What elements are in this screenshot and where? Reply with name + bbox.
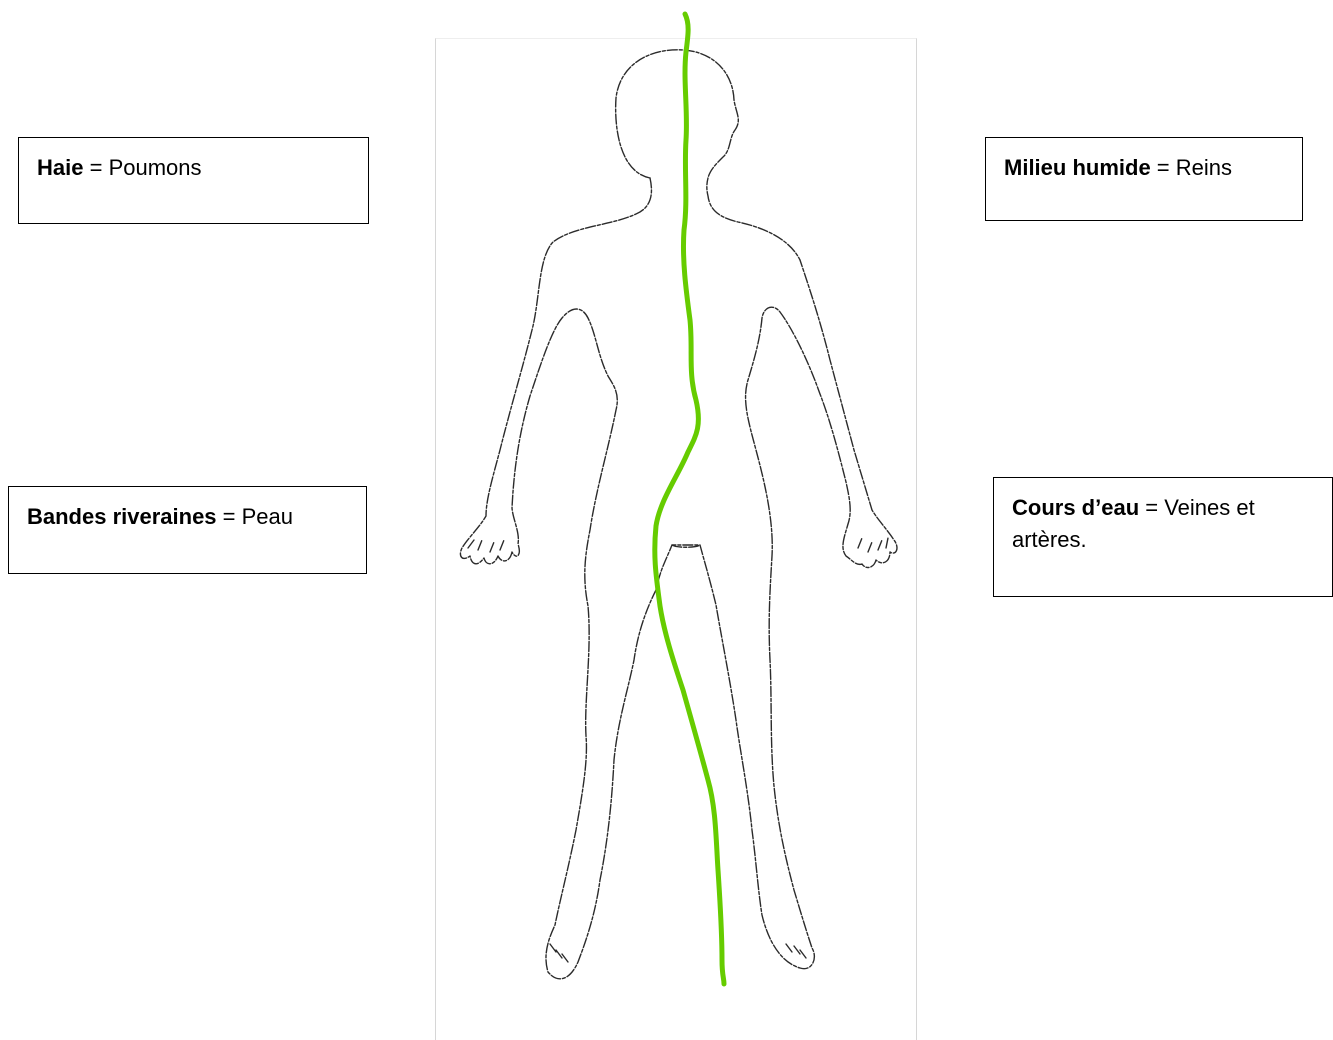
torso-arms-outline xyxy=(460,178,897,979)
head-outline xyxy=(616,50,739,178)
left-hand-detail xyxy=(468,540,504,552)
meaning-milieu-humide: Reins xyxy=(1176,155,1232,180)
term-haie: Haie xyxy=(37,155,83,180)
meaning-bandes-riveraines: Peau xyxy=(242,504,293,529)
separator-cours-deau: = xyxy=(1139,495,1164,520)
right-hand-detail xyxy=(858,538,888,552)
label-box-cours-deau: Cours d’eau = Veines et artères. xyxy=(993,477,1333,597)
separator-haie: = xyxy=(83,155,108,180)
label-box-milieu-humide: Milieu humide = Reins xyxy=(985,137,1303,221)
meaning-haie: Poumons xyxy=(109,155,202,180)
label-box-haie: Haie = Poumons xyxy=(18,137,369,224)
term-milieu-humide: Milieu humide xyxy=(1004,155,1151,180)
separator-bandes-riveraines: = xyxy=(217,504,242,529)
river-line xyxy=(655,14,724,984)
label-box-bandes-riveraines: Bandes riveraines = Peau xyxy=(8,486,367,574)
left-foot-detail xyxy=(550,944,568,962)
right-foot-detail xyxy=(786,944,806,958)
term-bandes-riveraines: Bandes riveraines xyxy=(27,504,217,529)
term-cours-deau: Cours d’eau xyxy=(1012,495,1139,520)
body-outline xyxy=(460,50,897,979)
separator-milieu-humide: = xyxy=(1151,155,1176,180)
